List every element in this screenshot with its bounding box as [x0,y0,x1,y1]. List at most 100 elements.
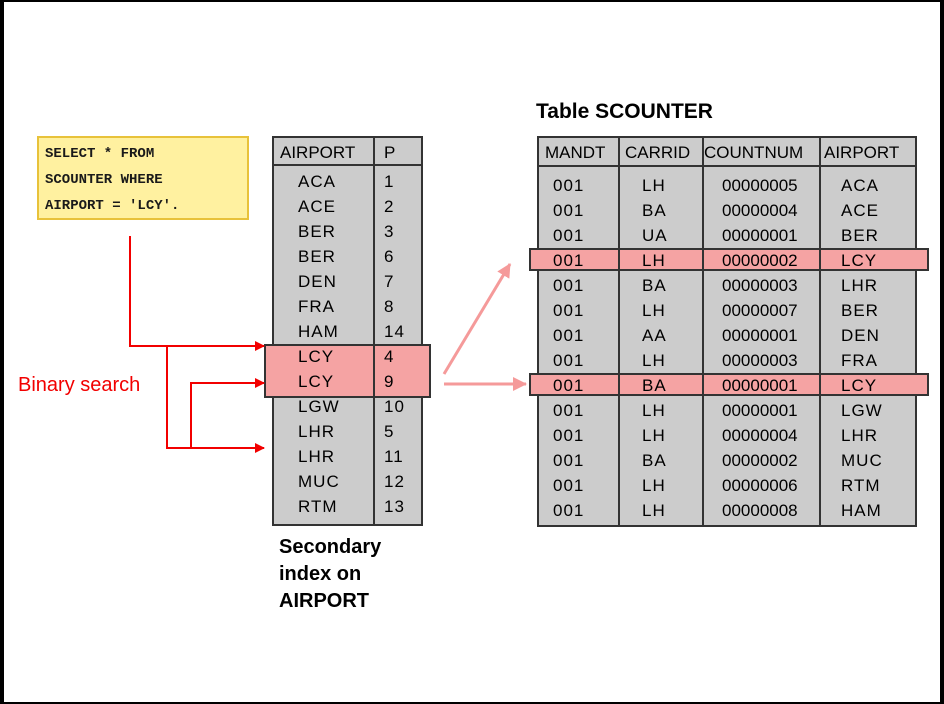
index-cell-pointer: 13 [384,497,405,516]
scounter-cell-countnum: 00000007 [722,301,798,320]
index-caption-line-3: AIRPORT [279,590,369,612]
scounter-cell-airport: LCY [841,251,878,270]
scounter-cell-countnum: 00000001 [722,226,798,245]
scounter-cell-countnum: 00000004 [722,426,798,445]
index-header-p: P [384,143,396,162]
sql-query-box: SELECT * FROM SCOUNTER WHERE AIRPORT = '… [37,136,249,220]
index-caption: Secondary index on AIRPORT [279,534,381,615]
scounter-cell-mandt: 001 [553,451,585,470]
index-highlight-band [264,344,431,398]
scounter-cell-carrid: UA [642,226,668,245]
scounter-column-separator [819,138,821,525]
scounter-column-separator [618,138,620,525]
scounter-cell-carrid: LH [642,476,666,495]
scounter-cell-countnum: 00000002 [722,251,798,270]
scounter-cell-carrid: LH [642,501,666,520]
index-cell-airport: FRA [298,297,335,316]
scounter-cell-carrid: LH [642,401,666,420]
scounter-cell-airport: DEN [841,326,880,345]
index-cell-pointer: 7 [384,272,395,291]
scounter-cell-countnum: 00000005 [722,176,798,195]
scounter-header-airport: AIRPORT [824,143,900,162]
scounter-cell-airport: BER [841,226,879,245]
scounter-cell-mandt: 001 [553,326,585,345]
scounter-column-separator [702,138,704,525]
scounter-cell-airport: LCY [841,376,878,395]
scounter-cell-mandt: 001 [553,201,585,220]
scounter-cell-countnum: 00000003 [722,276,798,295]
scounter-cell-mandt: 001 [553,301,585,320]
index-cell-pointer: 5 [384,422,395,441]
index-caption-line-2: index on [279,563,362,585]
arrows-layer [129,236,527,453]
index-cell-pointer: 6 [384,247,395,266]
scounter-cell-carrid: AA [642,326,667,345]
scounter-cell-carrid: BA [642,201,667,220]
scounter-cell-mandt: 001 [553,376,585,395]
index-cell-airport: LCY [298,372,335,391]
scounter-cell-mandt: 001 [553,426,585,445]
sql-line-3: AIRPORT = 'LCY'. [45,198,180,214]
scounter-cell-mandt: 001 [553,226,585,245]
sql-line-1: SELECT * FROM [45,146,155,162]
scounter-cell-countnum: 00000002 [722,451,798,470]
scounter-cell-airport: ACE [841,201,879,220]
sql-line-2: SCOUNTER WHERE [45,172,163,188]
scounter-cell-countnum: 00000006 [722,476,798,495]
scounter-cell-countnum: 00000001 [722,401,798,420]
search-arrow-to-first-lcy [129,236,265,351]
binary-search-arrows [129,236,265,453]
scounter-cell-airport: MUC [841,451,883,470]
scounter-header-countnum: COUNTNUM [704,143,804,162]
index-cell-pointer: 11 [384,447,404,466]
search-arrow-to-lhr [166,346,265,453]
scounter-cell-carrid: LH [642,426,666,445]
index-cell-airport: LHR [298,447,336,466]
scounter-cell-airport: LGW [841,401,883,420]
index-cell-pointer: 14 [384,322,405,341]
index-cell-pointer: 2 [384,197,395,216]
index-cell-airport: LCY [298,347,335,366]
scounter-header-mandt: MANDT [545,143,606,162]
scounter-cell-airport: ACA [841,176,879,195]
scounter-cell-carrid: BA [642,376,667,395]
index-cell-pointer: 4 [384,347,395,366]
scounter-cell-airport: FRA [841,351,878,370]
scounter-cell-airport: RTM [841,476,881,495]
index-cell-pointer: 12 [384,472,405,491]
index-cell-airport: RTM [298,497,338,516]
index-cell-pointer: 9 [384,372,395,391]
binary-search-label: Binary search [18,374,141,396]
pointer-arrow-to-row-lcy-1 [442,263,512,375]
scounter-cell-mandt: 001 [553,401,585,420]
scounter-cell-mandt: 001 [553,351,585,370]
scounter-cell-airport: LHR [841,426,879,445]
scounter-cell-carrid: LH [642,301,666,320]
scounter-cell-carrid: LH [642,251,666,270]
index-cell-airport: LGW [298,397,340,416]
diagram-canvas: SELECT * FROM SCOUNTER WHERE AIRPORT = '… [4,2,940,702]
scounter-cell-countnum: 00000004 [722,201,798,220]
scounter-cell-countnum: 00000001 [722,326,798,345]
scounter-cell-airport: BER [841,301,879,320]
scounter-cell-carrid: LH [642,351,666,370]
index-header-airport: AIRPORT [280,143,356,162]
index-cell-airport: BER [298,247,336,266]
pointer-arrows [442,263,527,391]
scounter-title: Table SCOUNTER [536,100,713,123]
index-cell-airport: MUC [298,472,340,491]
scounter-cell-carrid: BA [642,451,667,470]
index-cell-airport: ACE [298,197,336,216]
scounter-highlight-row [529,373,929,396]
scounter-cell-countnum: 00000008 [722,501,798,520]
index-cell-airport: ACA [298,172,336,191]
index-cell-airport: BER [298,222,336,241]
scounter-cell-carrid: LH [642,176,666,195]
scounter-header-row: MANDT CARRID COUNTNUM AIRPORT [539,138,915,167]
scounter-cell-mandt: 001 [553,276,585,295]
scounter-cell-countnum: 00000003 [722,351,798,370]
scounter-cell-countnum: 00000001 [722,376,798,395]
scounter-cell-mandt: 001 [553,476,585,495]
